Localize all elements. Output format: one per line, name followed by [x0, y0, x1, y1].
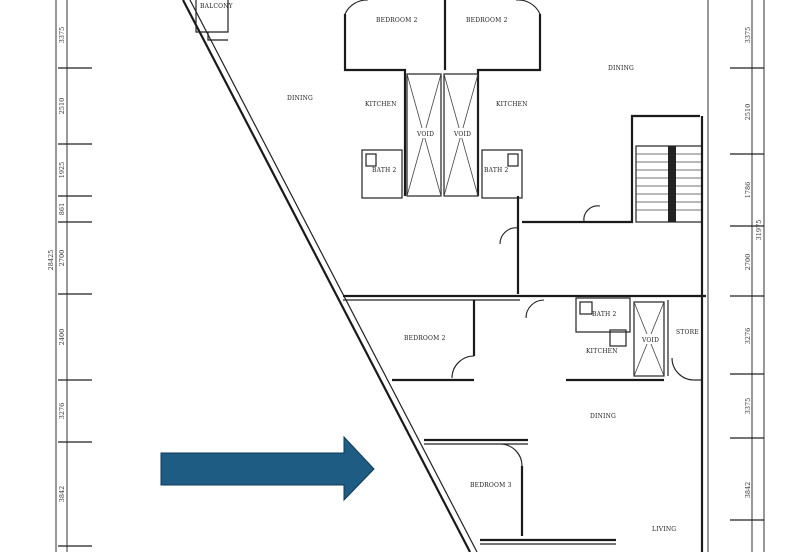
room-label-kitchen-a: KITCHEN	[365, 101, 397, 108]
room-label-dining-lower: DINING	[590, 413, 616, 420]
right-dim-3: 1786	[744, 182, 752, 199]
right-dim-2: 2510	[744, 104, 752, 121]
room-label-kitchen-b: KITCHEN	[496, 101, 528, 108]
arrow-icon	[160, 435, 375, 502]
upper-unit: BEDROOM 2 BEDROOM 2 VOID VOID BATH 2 BAT…	[287, 0, 700, 294]
room-label-bath-2-a: BATH 2	[372, 167, 397, 174]
room-label-dining-right: DINING	[608, 65, 634, 72]
left-dim-7: 3276	[58, 403, 66, 420]
room-label-bedroom-2-a: BEDROOM 2	[376, 17, 418, 24]
diagonal-exterior-wall	[182, 0, 478, 552]
left-dim-2: 2510	[58, 98, 66, 115]
right-dim-total: 31975	[755, 220, 763, 241]
left-dim-total: 28425	[47, 250, 55, 271]
room-label-void-b: VOID	[453, 131, 471, 138]
right-dim-7: 3842	[744, 482, 752, 499]
right-dimension-strip: 3375 2510 1786 2700 3276 3375 3842 31975	[707, 0, 765, 552]
room-label-living: LIVING	[652, 526, 676, 533]
left-dim-5: 2700	[58, 250, 66, 267]
left-dim-1: 3375	[58, 27, 66, 44]
stairs	[635, 145, 703, 223]
middle-separation	[343, 116, 706, 552]
room-label-bath-2-c: BATH 2	[592, 311, 617, 318]
room-label-bedroom-2-c: BEDROOM 2	[404, 335, 446, 342]
left-dim-6: 2400	[58, 329, 66, 346]
left-dim-4: 861	[58, 203, 66, 215]
room-label-bedroom-2-b: BEDROOM 2	[466, 17, 508, 24]
room-label-store: STORE	[676, 329, 699, 336]
right-dim-4: 2700	[744, 254, 752, 271]
right-dim-6: 3375	[744, 398, 752, 415]
right-dim-1: 3375	[744, 27, 752, 44]
room-label-balcony: BALCONY	[200, 3, 234, 10]
room-label-kitchen-c: KITCHEN	[586, 348, 618, 355]
left-dimension-strip: 3375 2510 1925 861 2700 2400 3276 3842 2…	[47, 0, 92, 552]
room-label-void-c: VOID	[641, 337, 659, 344]
room-label-void-a: VOID	[416, 131, 434, 138]
room-label-bedroom-3: BEDROOM 3	[470, 482, 512, 489]
right-dim-5: 3276	[744, 328, 752, 345]
left-dim-3: 1925	[58, 162, 66, 179]
left-dim-8: 3842	[58, 486, 66, 503]
balcony: BALCONY	[195, 0, 234, 41]
room-label-dining-left: DINING	[287, 95, 313, 102]
lower-unit: BEDROOM 2 BATH 2 KITCHEN VOID STORE DINI…	[392, 297, 702, 545]
room-label-bath-2-b: BATH 2	[484, 167, 509, 174]
